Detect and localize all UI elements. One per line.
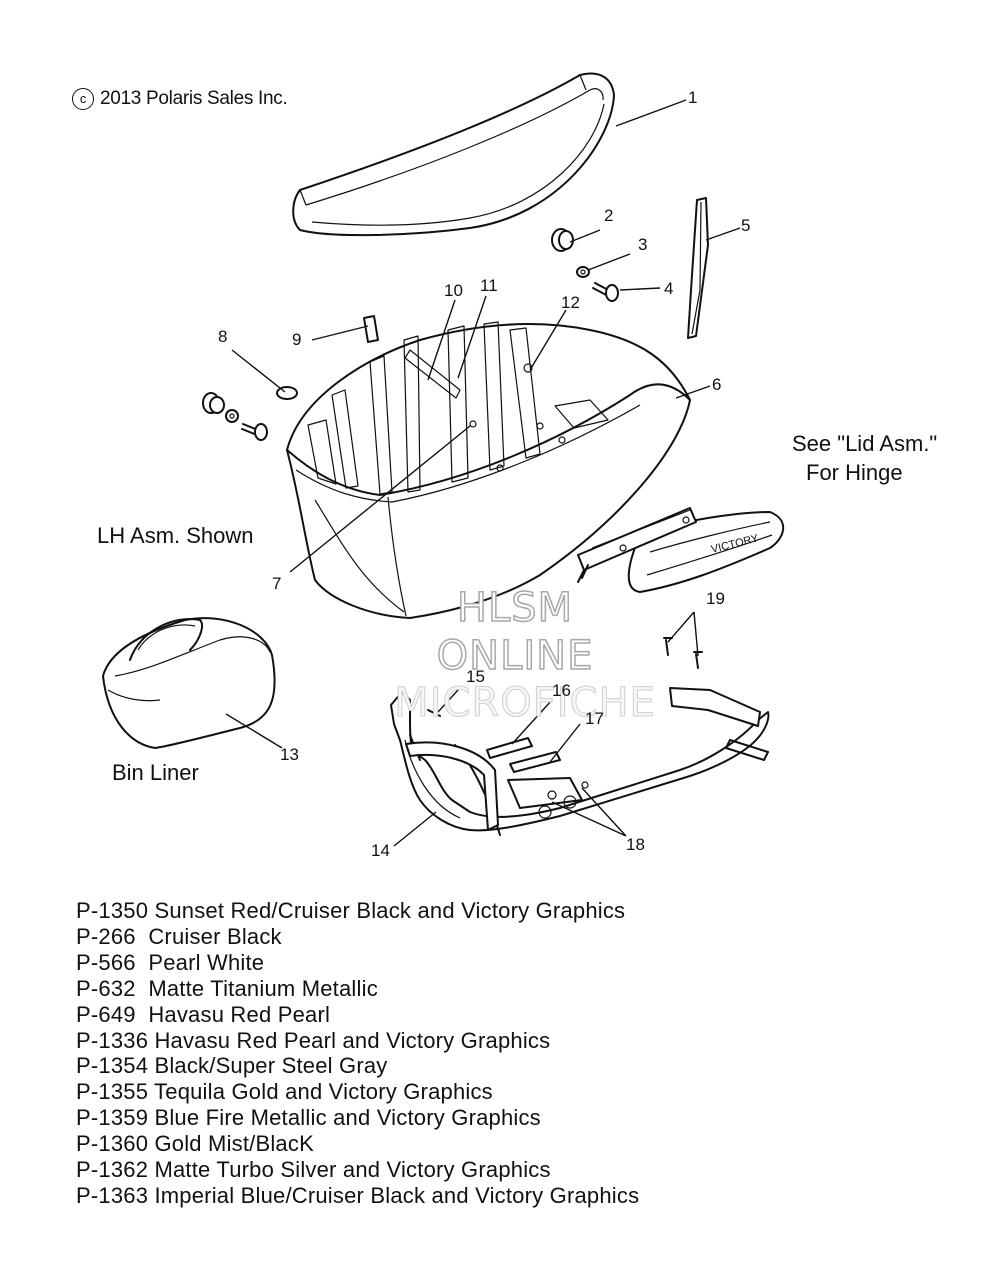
- part-1-lid-seal: [292, 72, 615, 237]
- paint-code-row: P-1359 Blue Fire Metallic and Victory Gr…: [76, 1105, 541, 1131]
- part-hinge-and-badge: VICTORY: [577, 507, 785, 593]
- part-2-3-4-hardware-right: [551, 228, 619, 302]
- part-19-screws: [663, 637, 703, 669]
- paint-code-row: P-1360 Gold Mist/BlacK: [76, 1131, 314, 1157]
- callout-15: 15: [466, 667, 485, 686]
- lh-asm-note: LH Asm. Shown: [97, 523, 254, 548]
- paint-code-row: P-1354 Black/Super Steel Gray: [76, 1053, 388, 1079]
- lid-asm-note: See "Lid Asm.": [792, 431, 938, 456]
- copyright-notice: c 2013 Polaris Sales Inc.: [72, 88, 288, 110]
- paint-code-row: P-566 Pearl White: [76, 949, 265, 975]
- part-11-strap: [404, 349, 461, 399]
- callout-11: 11: [480, 276, 498, 295]
- callout-7: 7: [272, 574, 282, 593]
- callout-18: 18: [626, 835, 645, 854]
- leader-lines: [225, 99, 741, 847]
- callout-1: 1: [688, 88, 698, 107]
- callout-9: 9: [292, 330, 302, 349]
- paint-code-row: P-632 Matte Titanium Metallic: [76, 975, 378, 1001]
- callout-12: 12: [561, 293, 580, 312]
- callout-2: 2: [604, 206, 614, 225]
- part-17-pad: [509, 751, 561, 773]
- paint-code-row: P-1350 Sunset Red/Cruiser Black and Vict…: [76, 898, 626, 923]
- watermark-line-3: MICROFICHE: [394, 680, 656, 727]
- paint-code-row: P-1355 Tequila Gold and Victory Graphics: [76, 1079, 493, 1105]
- paint-code-row: P-649 Havasu Red Pearl: [76, 1001, 331, 1027]
- copyright-symbol: c: [72, 88, 94, 110]
- callout-6: 6: [712, 375, 722, 394]
- hinge-note: For Hinge: [806, 460, 903, 485]
- watermark-line-1: HLSM: [456, 584, 574, 632]
- paint-code-list: P-1350 Sunset Red/Cruiser Black and Vict…: [76, 898, 639, 1209]
- callout-3: 3: [638, 235, 648, 254]
- part-hardware-left: [202, 386, 298, 441]
- part-14-guard-rail: [390, 637, 770, 836]
- watermark-line-2: ONLINE: [436, 632, 594, 680]
- paint-code-row: P-266 Cruiser Black: [76, 923, 282, 949]
- copyright-text: 2013 Polaris Sales Inc.: [100, 88, 288, 109]
- bin-liner-label: Bin Liner: [112, 760, 199, 785]
- callout-4: 4: [664, 279, 674, 298]
- part-9-pin: [363, 315, 379, 343]
- part-6-saddlebag-body: [286, 315, 691, 619]
- part-16-pad: [486, 737, 533, 759]
- part-15-bolt: [427, 709, 441, 717]
- callout-19: 19: [706, 589, 725, 608]
- paint-code-row: P-1362 Matte Turbo Silver and Victory Gr…: [76, 1157, 551, 1183]
- callout-17: 17: [585, 709, 604, 728]
- callout-16: 16: [552, 681, 571, 700]
- callout-14: 14: [371, 841, 390, 860]
- part-18-mount-plate: [507, 777, 583, 809]
- callout-5: 5: [741, 216, 751, 235]
- paint-code-row: P-1336 Havasu Red Pearl and Victory Grap…: [76, 1027, 551, 1053]
- callout-13: 13: [280, 745, 299, 764]
- callout-8: 8: [218, 327, 228, 346]
- part-13-bin-liner: [102, 617, 276, 749]
- part-5-trim-strip: [687, 197, 709, 339]
- callout-10: 10: [444, 281, 463, 300]
- paint-code-row: P-1363 Imperial Blue/Cruiser Black and V…: [76, 1182, 640, 1208]
